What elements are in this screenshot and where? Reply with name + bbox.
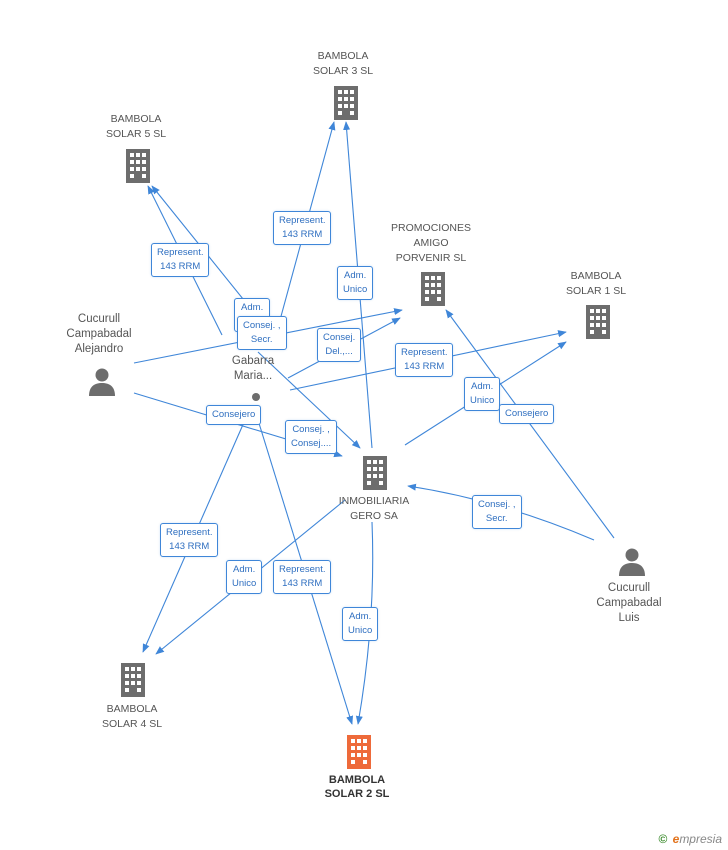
node-label-luis[interactable]: Cucurull Campabadal Luis: [596, 582, 662, 624]
building-icon: [126, 149, 150, 183]
brand-logo: empresia: [673, 832, 722, 846]
person-icon: [619, 548, 645, 576]
edge-maria-inmobiliaria: [257, 351, 361, 449]
edge-label-represent[interactable]: Represent. 143 RRM: [151, 243, 210, 277]
person-icon: [89, 368, 115, 396]
edge-label-adm-unico[interactable]: Adm. Unico: [464, 377, 501, 411]
brand-name: mpresia: [679, 832, 722, 846]
node-label-alejandro[interactable]: Cucurull Campabadal Alejandro: [66, 313, 132, 355]
person-icon: [252, 393, 260, 401]
edge-label-represent[interactable]: Represent. 143 RRM: [395, 343, 454, 377]
node-label-bambola2[interactable]: BAMBOLA SOLAR 2 SL: [324, 774, 390, 800]
footer-brand[interactable]: © empresia: [658, 832, 722, 846]
edge-label-consej-del[interactable]: Consej. Del.,...: [317, 328, 362, 362]
edge-label-consejero[interactable]: Consejero: [499, 404, 555, 424]
edge-label-represent[interactable]: Represent. 143 RRM: [273, 211, 332, 245]
building-icon: [421, 272, 445, 306]
node-label-bambola4[interactable]: BAMBOLA SOLAR 4 SL: [101, 703, 163, 730]
edge-label-consejero[interactable]: Consejero: [206, 405, 262, 425]
edge-label-represent[interactable]: Represent. 143 RRM: [273, 560, 332, 594]
brand-initial: e: [672, 832, 680, 846]
node-label-bambola5[interactable]: BAMBOLA SOLAR 5 SL: [105, 113, 167, 140]
edge-luis-promociones: [445, 309, 615, 539]
edge-label-consej-consej[interactable]: Consej. , Consej....: [285, 420, 338, 454]
edge-label-adm-unico[interactable]: Adm. Unico: [337, 266, 374, 300]
edge-label-adm-unico[interactable]: Adm. Unico: [226, 560, 263, 594]
edge-label-adm-unico[interactable]: Adm. Unico: [342, 607, 379, 641]
copyright-icon: ©: [658, 832, 668, 846]
building-icon: [121, 663, 145, 697]
node-label-promociones[interactable]: PROMOCIONES AMIGO PORVENIR SL: [391, 222, 471, 264]
building-icon: [586, 305, 610, 339]
node-label-bambola1[interactable]: BAMBOLA SOLAR 1 SL: [565, 270, 627, 297]
edge-label-represent[interactable]: Represent. 143 RRM: [160, 523, 219, 557]
node-label-bambola3[interactable]: BAMBOLA SOLAR 3 SL: [312, 50, 374, 77]
building-icon: [363, 456, 387, 490]
edge-label-consej-secr[interactable]: Consej. , Secr.: [237, 316, 287, 350]
node-label-inmobiliaria[interactable]: INMOBILIARIA GERO SA: [338, 495, 410, 522]
building-focus-icon: [347, 735, 371, 769]
edge-label-consej-secr[interactable]: Consej. , Secr.: [472, 495, 522, 529]
building-icon: [334, 86, 358, 120]
